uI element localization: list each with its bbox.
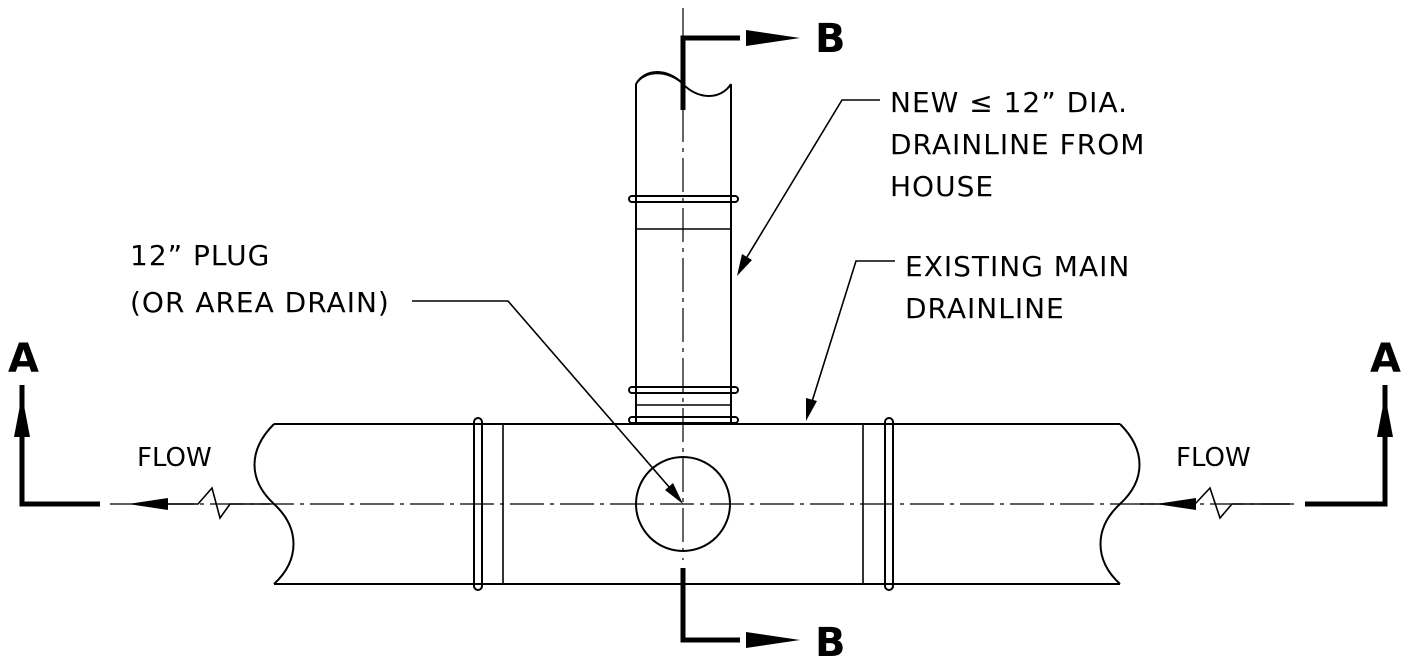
label-flow-right: FLOW — [1176, 443, 1251, 473]
label-existing-main-line1: EXISTING MAIN — [905, 250, 1130, 283]
section-marker-b-bottom — [680, 568, 800, 648]
section-label-a-right: A — [1370, 336, 1401, 382]
section-marker-b-top — [680, 30, 800, 110]
section-marker-a-left — [14, 385, 100, 507]
section-marker-a-right — [1305, 385, 1393, 507]
leader-existing-main — [806, 260, 895, 421]
label-plug-line2: (OR AREA DRAIN) — [130, 286, 390, 319]
section-label-a-left: A — [8, 336, 39, 382]
leader-plug — [412, 300, 683, 504]
label-plug-line1: 12” PLUG — [130, 239, 270, 272]
label-new-drainline-line2: DRAINLINE FROM — [890, 128, 1145, 161]
section-label-b-top: B — [815, 16, 846, 62]
label-new-drainline-line1: NEW ≤ 12” DIA. — [890, 86, 1128, 119]
flow-arrow-left — [128, 486, 270, 520]
label-existing-main-line2: DRAINLINE — [905, 292, 1065, 325]
leader-new-drainline — [737, 99, 880, 276]
flow-arrow-right — [1140, 486, 1290, 520]
section-label-b-bottom: B — [815, 620, 846, 664]
label-flow-left: FLOW — [137, 443, 212, 473]
label-new-drainline-line3: HOUSE — [890, 170, 994, 203]
